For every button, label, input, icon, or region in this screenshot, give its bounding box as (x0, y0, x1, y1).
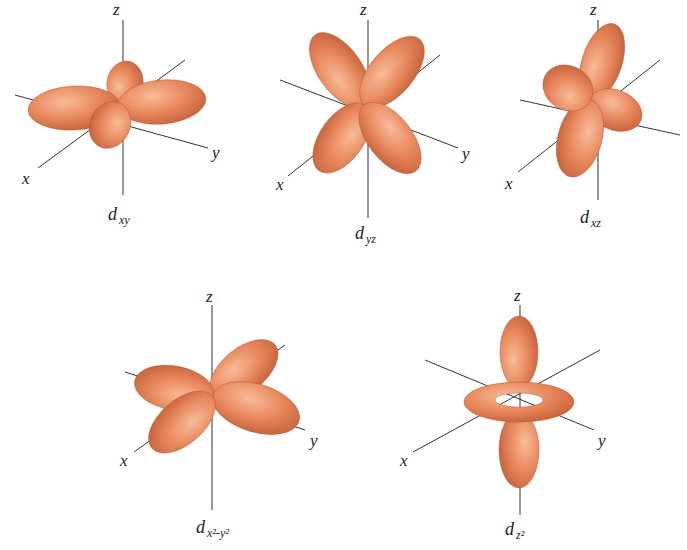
axis-label: x (505, 175, 513, 192)
orbital-subscript: xy (119, 214, 130, 226)
axes (15, 20, 680, 515)
orbital-subscript: x²-y² (207, 527, 229, 539)
axis-label: y (462, 145, 470, 162)
orbital-symbol: d (505, 520, 514, 538)
orbital-subscript: z² (516, 529, 524, 541)
axis-label: x (276, 176, 284, 193)
axis-label: y (310, 432, 318, 449)
orbital-symbol: d (355, 224, 364, 242)
axis-label: x (400, 452, 408, 469)
orbital-subscript: yz (366, 233, 376, 245)
orbital-symbol: d (196, 518, 205, 536)
orbital-symbol: d (108, 205, 117, 223)
axis-label: z (590, 1, 597, 18)
axis-label: z (206, 288, 213, 305)
axis-label: x (22, 170, 30, 187)
axis-label: y (598, 432, 606, 449)
axis-label: z (514, 287, 521, 304)
axis-label: z (360, 1, 367, 18)
axis-label: x (120, 452, 128, 469)
orbital-symbol: d (580, 208, 589, 226)
axis-label: y (212, 144, 220, 161)
axis-label: z (113, 1, 120, 18)
orbital-lobes (27, 18, 649, 488)
orbital-subscript: xz (591, 217, 601, 229)
